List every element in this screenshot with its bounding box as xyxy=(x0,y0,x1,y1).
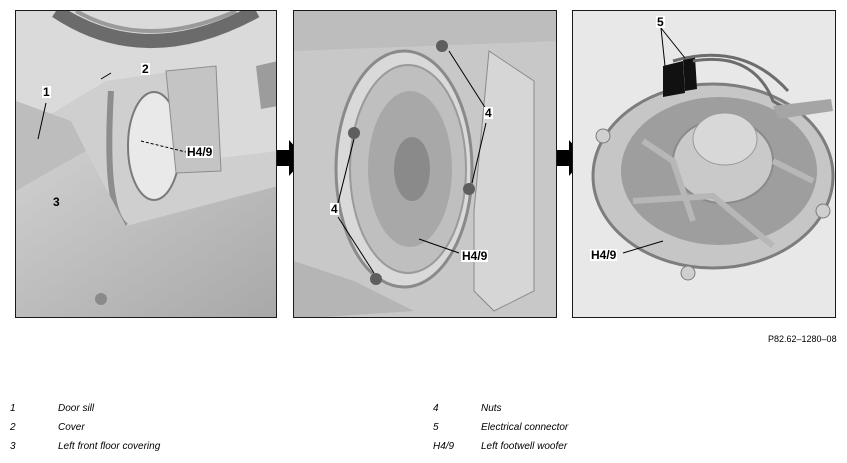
legend-text: Electrical connector xyxy=(481,422,569,433)
step-arrow-icon xyxy=(277,140,305,176)
legend-num: 1 xyxy=(10,403,16,414)
woofer-illustration xyxy=(573,11,835,317)
figure-reference: P82.62–1280–08 xyxy=(768,334,837,344)
callout-h49-panel1: H4/9 xyxy=(186,145,214,159)
callout-h49-panel3: H4/9 xyxy=(590,248,618,262)
legend-num: 4 xyxy=(433,403,439,414)
panel-speaker-nuts: 4 4 H4/9 xyxy=(293,10,557,318)
callout-2: 2 xyxy=(141,62,150,76)
callout-h49-panel2: H4/9 xyxy=(461,249,489,263)
legend-text: Nuts xyxy=(481,403,502,414)
callout-4-lower: 4 xyxy=(330,202,339,216)
callout-1: 1 xyxy=(42,85,51,99)
legend-num: H4/9 xyxy=(433,441,455,452)
panel-footwell-cover: 1 2 3 H4/9 xyxy=(15,10,277,318)
legend-text: Left footwell woofer xyxy=(481,441,568,452)
callout-3: 3 xyxy=(53,195,60,209)
callout-4-upper: 4 xyxy=(484,106,493,120)
footwell-illustration xyxy=(16,11,276,317)
legend-text: Left front floor covering xyxy=(58,441,161,452)
panel-woofer-removed: 5 H4/9 xyxy=(572,10,836,318)
legend-num: 2 xyxy=(10,422,16,433)
legend-num: 3 xyxy=(10,441,16,452)
step-arrow-icon xyxy=(557,140,585,176)
legend-text: Door sill xyxy=(58,403,95,414)
callout-5: 5 xyxy=(656,15,665,29)
legend-text: Cover xyxy=(58,422,85,433)
speaker-mount-illustration xyxy=(294,11,556,317)
legend-num: 5 xyxy=(433,422,439,433)
